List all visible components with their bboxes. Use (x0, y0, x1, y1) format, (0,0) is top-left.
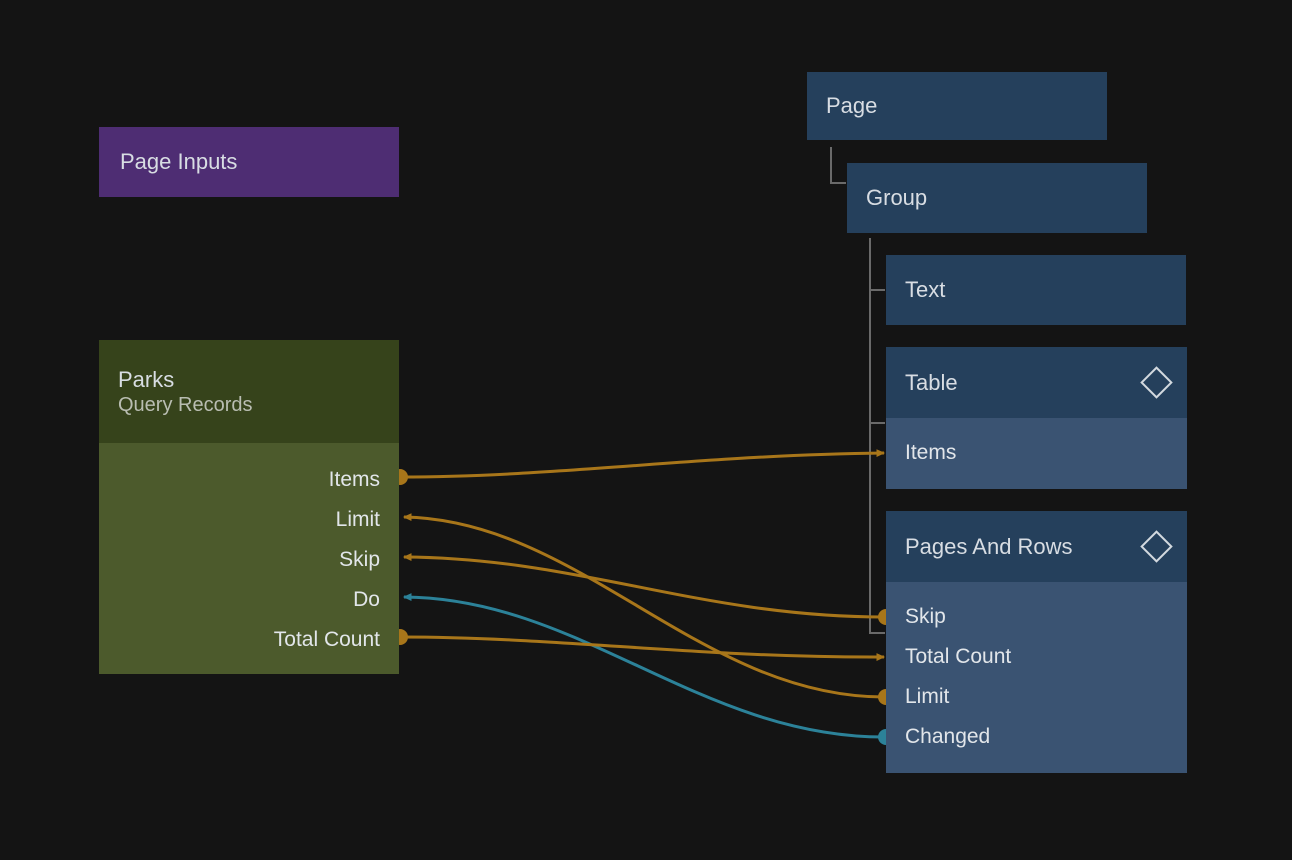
node-parks-title: Parks (118, 366, 175, 392)
node-pages-and-rows[interactable]: Pages And Rows Skip Total Count Limit Ch… (886, 511, 1187, 773)
port-row-pagesrows-skip[interactable]: Skip (905, 604, 946, 630)
node-text-header: Text (886, 255, 1186, 325)
node-pages-and-rows-body: Skip Total Count Limit Changed (886, 582, 1187, 773)
wire-parks-totalcount-to-pagesrows-totalcount (399, 635, 886, 661)
port-label-pagesrows-limit: Limit (905, 685, 950, 708)
node-text[interactable]: Text (886, 255, 1186, 325)
port-label-parks-items: Items (328, 468, 380, 491)
port-label-pagesrows-skip: Skip (905, 605, 946, 628)
port-label-parks-limit: Limit (335, 508, 380, 531)
node-group[interactable]: Group (847, 163, 1147, 233)
port-label-pagesrows-changed: Changed (905, 725, 991, 748)
wire-parks-items-to-table-items (399, 449, 886, 479)
node-page[interactable]: Page (807, 72, 1107, 140)
port-label-parks-total-count: Total Count (273, 628, 380, 651)
port-label-parks-skip: Skip (339, 548, 380, 571)
node-table[interactable]: Table Items (886, 347, 1187, 489)
node-table-title: Table (905, 369, 958, 395)
wire-pagesrows-skip-to-parks-skip (402, 553, 885, 619)
port-row-parks-do[interactable]: Do (353, 587, 380, 613)
port-row-parks-items[interactable]: Items (329, 467, 380, 493)
port-row-parks-skip[interactable]: Skip (339, 547, 380, 573)
node-parks-header: Parks Query Records (99, 340, 399, 443)
port-row-pagesrows-changed[interactable]: Changed (905, 724, 990, 750)
node-table-header: Table (886, 347, 1187, 418)
node-parks-body: Items Limit Skip Do Total Count (99, 443, 399, 674)
node-pages-and-rows-header: Pages And Rows (886, 511, 1187, 582)
wire-pagesrows-limit-to-parks-limit (402, 513, 885, 699)
node-page-inputs-title: Page Inputs (120, 149, 238, 174)
node-page-inputs[interactable]: Page Inputs (99, 127, 399, 197)
wire-pagesrows-changed-to-parks-do (402, 593, 885, 739)
node-group-header: Group (847, 163, 1147, 233)
node-parks[interactable]: Parks Query Records Items Limit Skip Do … (99, 340, 399, 674)
node-table-body: Items (886, 418, 1187, 489)
tree-connector-lines (830, 147, 885, 634)
node-group-title: Group (866, 185, 928, 210)
node-page-header: Page (807, 72, 1107, 140)
node-text-title: Text (905, 277, 946, 302)
node-pages-and-rows-title: Pages And Rows (905, 533, 1073, 559)
port-label-table-items: Items (905, 441, 957, 464)
node-parks-subtitle: Query Records (118, 393, 253, 416)
port-row-table-items[interactable]: Items (905, 440, 956, 466)
diamond-icon (1140, 366, 1173, 399)
port-row-pagesrows-limit[interactable]: Limit (905, 684, 949, 710)
node-page-title: Page (826, 93, 878, 118)
diamond-icon (1140, 530, 1173, 563)
port-row-parks-total-count[interactable]: Total Count (274, 627, 380, 653)
port-label-pagesrows-total-count: Total Count (905, 645, 1012, 668)
port-row-pagesrows-total-count[interactable]: Total Count (905, 644, 1011, 670)
port-row-parks-limit[interactable]: Limit (336, 507, 380, 533)
port-label-parks-do: Do (353, 588, 380, 611)
